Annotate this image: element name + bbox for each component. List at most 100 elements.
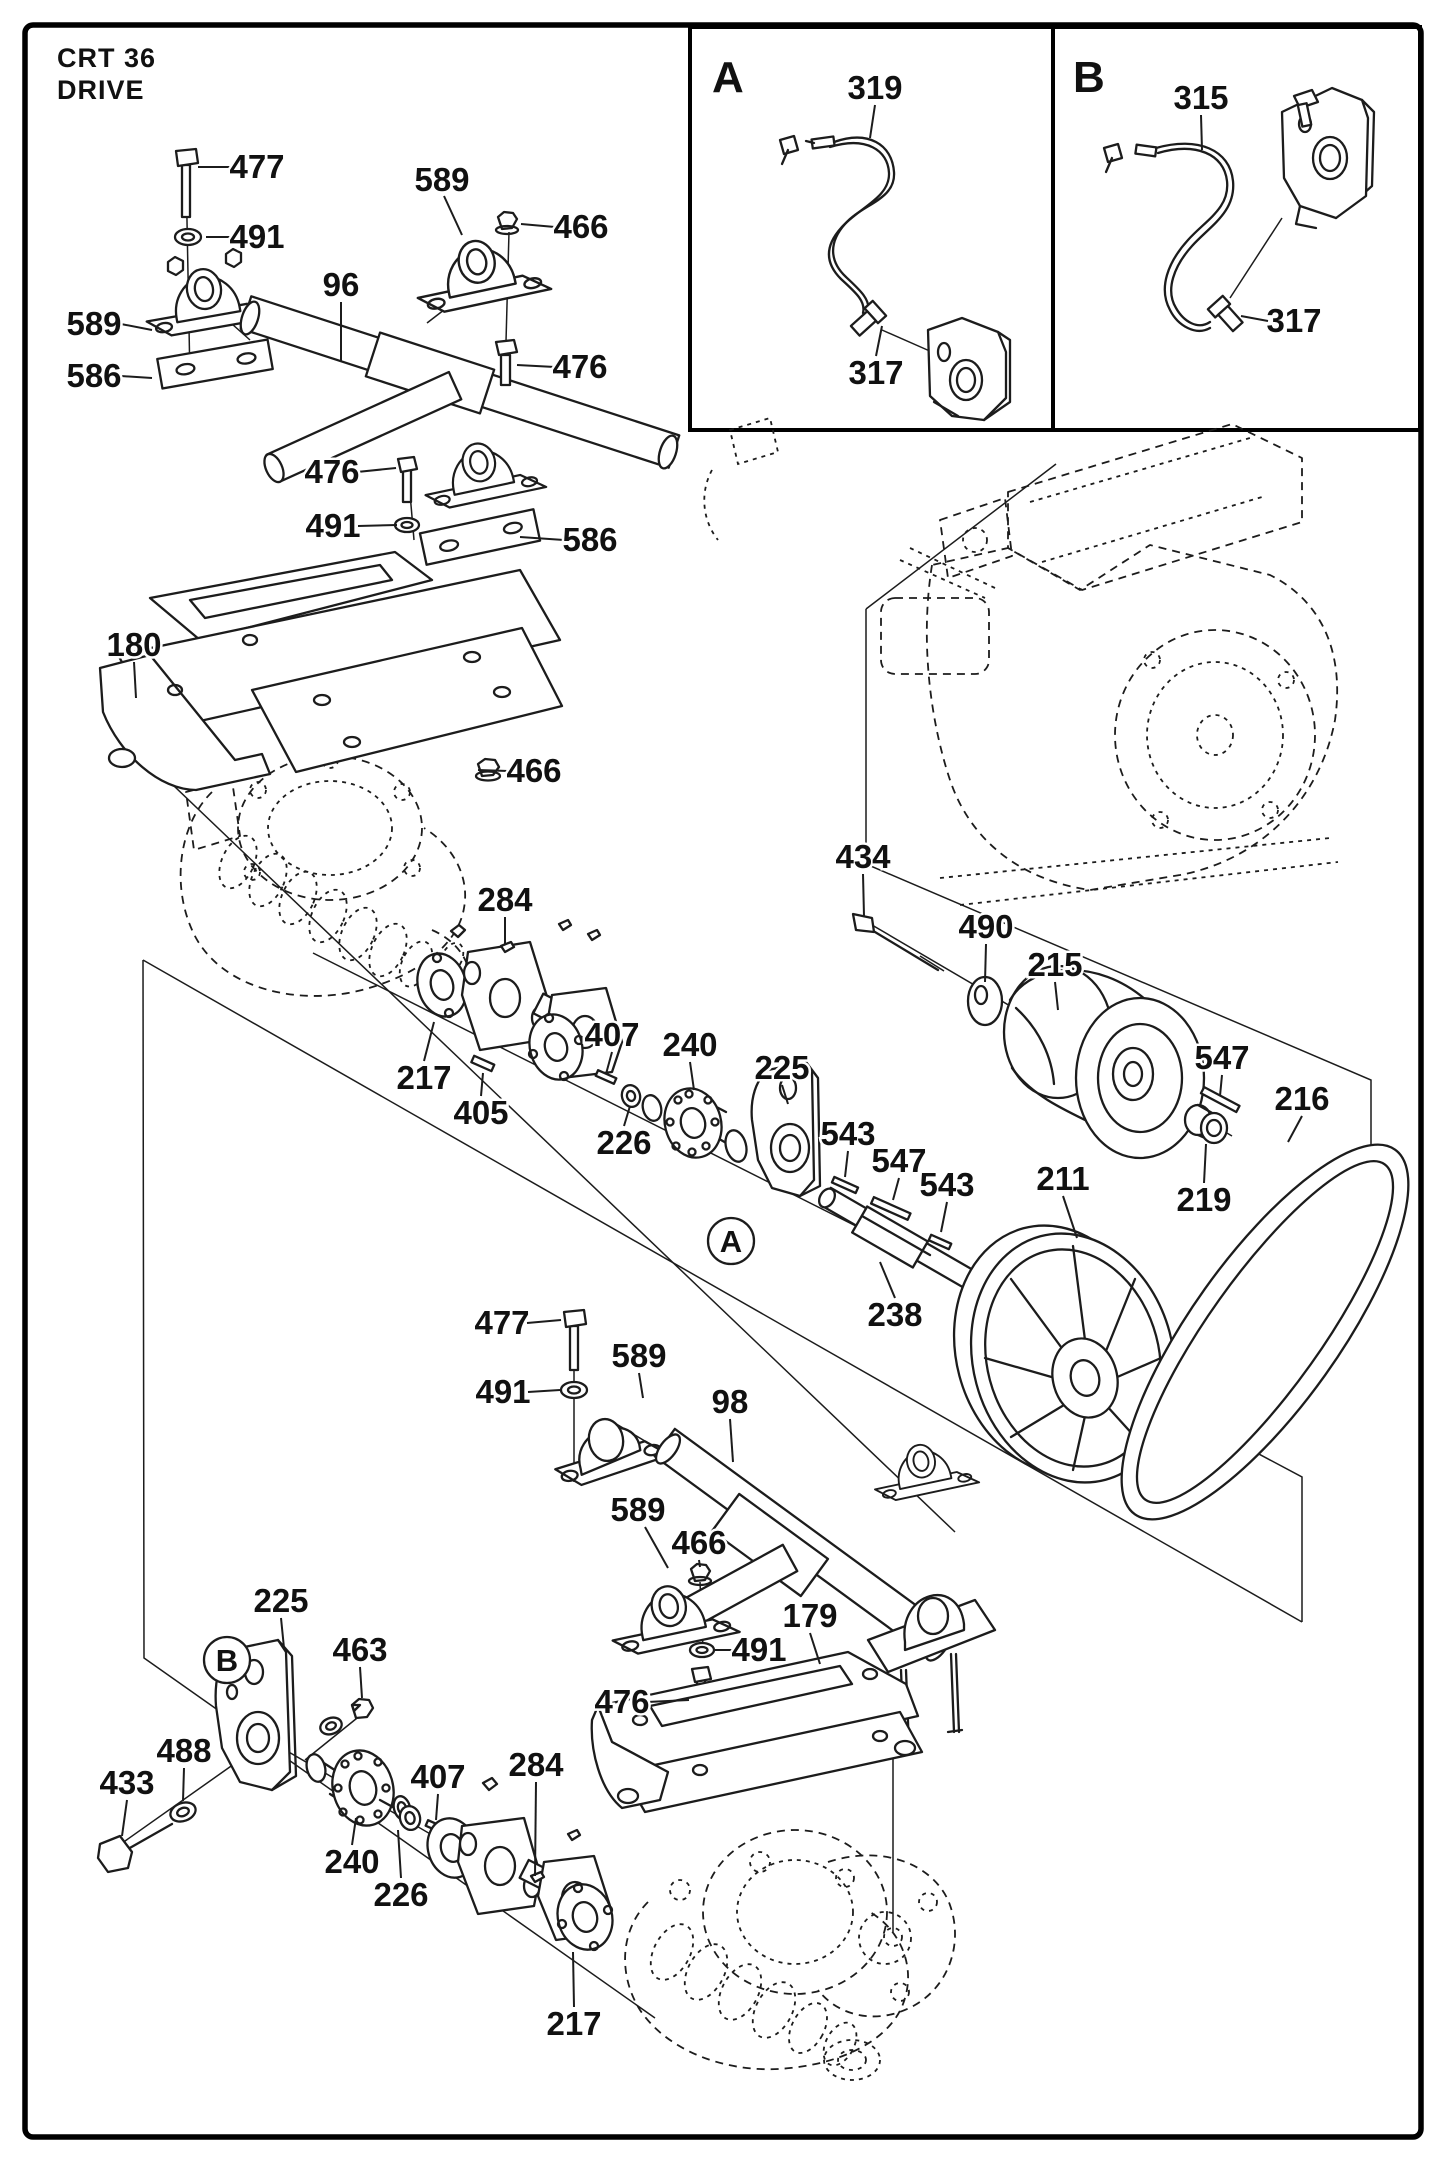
leader-line xyxy=(844,1150,849,1178)
part-label-476: 476 xyxy=(594,1683,649,1720)
leader-line xyxy=(520,223,556,228)
part-label-225: 225 xyxy=(253,1582,308,1619)
leader-line xyxy=(435,1793,439,1821)
belt-216 xyxy=(1120,1143,1410,1521)
leader-line xyxy=(1240,315,1269,322)
inset-b-art xyxy=(1102,86,1376,333)
leader-line xyxy=(480,1072,484,1097)
leader-line xyxy=(1287,1115,1303,1143)
leader-line xyxy=(526,1319,562,1324)
inset-a-art xyxy=(778,134,1012,422)
part-label-463: 463 xyxy=(332,1631,387,1668)
mid-driveline xyxy=(416,893,1410,1521)
part-label-490: 490 xyxy=(958,908,1013,945)
inset-a-bracket xyxy=(926,316,1012,422)
part-label-317: 317 xyxy=(1266,302,1321,339)
part-label-284: 284 xyxy=(508,1746,564,1783)
leader-line xyxy=(534,1781,537,1877)
part-label-543: 543 xyxy=(820,1115,875,1152)
part-label-466: 466 xyxy=(671,1524,726,1561)
part-label-589: 589 xyxy=(610,1491,665,1528)
leader-line xyxy=(477,769,509,772)
part-label-240: 240 xyxy=(324,1843,379,1880)
part-label-98: 98 xyxy=(712,1383,749,1420)
leader-line xyxy=(638,1372,644,1399)
part-label-216: 216 xyxy=(1274,1080,1329,1117)
leader-line xyxy=(359,1666,363,1699)
leader-line xyxy=(869,104,876,139)
leader-line xyxy=(605,1051,613,1075)
part-label-433: 433 xyxy=(99,1764,154,1801)
pulley-211 xyxy=(952,1224,1177,1484)
part-label-491: 491 xyxy=(305,507,360,544)
leader-line xyxy=(1054,981,1059,1011)
leader-line xyxy=(423,1021,435,1062)
part-label-284: 284 xyxy=(477,881,533,918)
ref-marker-letter-A: A xyxy=(720,1224,742,1259)
part-label-589: 589 xyxy=(611,1337,666,1374)
part-label-225: 225 xyxy=(754,1049,809,1086)
part-label-477: 477 xyxy=(229,148,284,185)
inset-letter-B: B xyxy=(1073,53,1105,102)
part-label-217: 217 xyxy=(396,1059,451,1096)
axle-housing-outline xyxy=(624,1829,956,2081)
page-border xyxy=(22,22,1424,2140)
leader-line xyxy=(892,1177,900,1201)
clamp-bearing-right xyxy=(866,1594,997,1750)
hub-240-bottom xyxy=(305,1749,412,1827)
leader-line xyxy=(1203,1143,1207,1184)
part-label-211: 211 xyxy=(1036,1160,1089,1197)
part-label-589: 589 xyxy=(414,161,469,198)
leader-line xyxy=(397,1829,402,1879)
leader-line xyxy=(120,375,153,379)
leader-line xyxy=(516,364,556,368)
leader-line xyxy=(182,1767,185,1802)
part-label-407: 407 xyxy=(584,1016,639,1053)
part-label-226: 226 xyxy=(596,1124,651,1161)
leader-line xyxy=(1200,114,1203,151)
leader-line xyxy=(121,1799,128,1837)
bolt-477-upper xyxy=(173,147,203,247)
bolt-477-lower xyxy=(559,1308,589,1400)
part-label-543: 543 xyxy=(919,1166,974,1203)
part-label-238: 238 xyxy=(867,1296,922,1333)
shaft-96 xyxy=(239,295,681,484)
part-label-215: 215 xyxy=(1027,946,1082,983)
part-label-217: 217 xyxy=(546,2005,601,2042)
part-label-476: 476 xyxy=(552,348,607,385)
part-label-240: 240 xyxy=(662,1026,717,1063)
part-label-477: 477 xyxy=(474,1304,529,1341)
bolt-434 xyxy=(851,912,945,972)
part-label-96: 96 xyxy=(323,266,360,303)
part-label-586: 586 xyxy=(562,521,617,558)
leader-line xyxy=(1062,1195,1078,1239)
part-label-491: 491 xyxy=(731,1631,786,1668)
leader-line xyxy=(357,524,398,527)
part-label-317: 317 xyxy=(848,354,903,391)
leader-line xyxy=(133,661,137,699)
engine-outline xyxy=(703,416,1339,906)
leader-line xyxy=(443,195,463,236)
part-label-547: 547 xyxy=(871,1142,926,1179)
part-label-488: 488 xyxy=(156,1732,211,1769)
leader-line xyxy=(689,1061,695,1091)
leader-line xyxy=(809,1632,821,1665)
part-label-466: 466 xyxy=(506,752,561,789)
part-label-315: 315 xyxy=(1173,79,1228,116)
bolt-433 xyxy=(96,1822,174,1874)
part-label-434: 434 xyxy=(835,838,891,875)
leader-line xyxy=(862,873,865,917)
part-label-476: 476 xyxy=(304,453,359,490)
leader-line xyxy=(940,1201,948,1233)
part-label-219: 219 xyxy=(1176,1181,1231,1218)
ref-marker-letter-B: B xyxy=(216,1643,238,1678)
leader-line xyxy=(1219,1074,1223,1097)
leader-line xyxy=(572,1951,575,2008)
inset-b-box xyxy=(1051,25,1422,432)
part-label-407: 407 xyxy=(410,1758,465,1795)
title-section: DRIVE xyxy=(57,75,145,105)
pulley-215 xyxy=(1002,964,1206,1160)
part-label-180: 180 xyxy=(106,626,161,663)
